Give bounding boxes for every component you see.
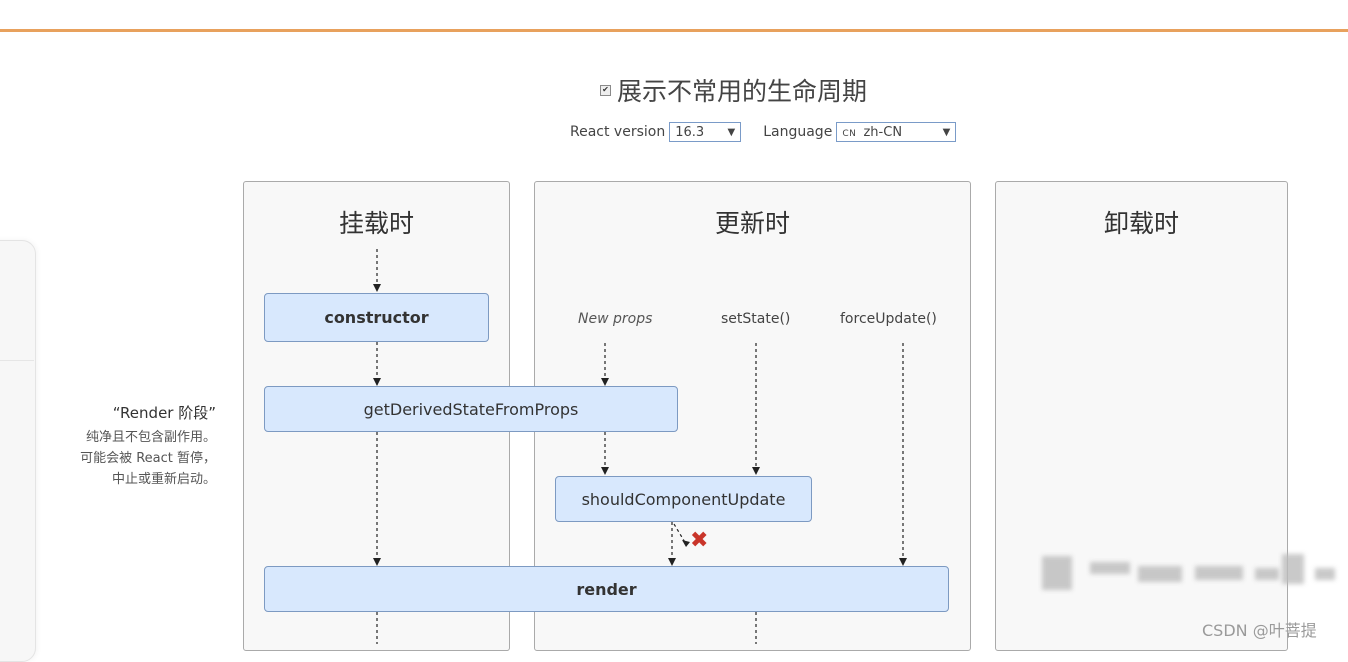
react-version-value: 16.3 (675, 124, 705, 140)
render-phase-line-2: 可能会被 React 暂停， (80, 451, 216, 466)
side-panel-divider (0, 360, 34, 361)
language-select[interactable]: CN zh-CN ▼ (836, 122, 957, 142)
language-value: zh-CN (863, 124, 903, 140)
setstate-label: setState() (721, 311, 791, 327)
mounting-title: 挂载时 (338, 209, 414, 238)
react-version-select[interactable]: 16.3 ▼ (669, 122, 742, 142)
unmounting-title: 卸载时 (1103, 209, 1179, 238)
forceupdate-label: forceUpdate() (840, 311, 937, 327)
side-panel (0, 240, 36, 662)
render-phase-line-3: 中止或重新启动。 (111, 472, 216, 487)
version-label: React version (570, 124, 666, 140)
render-phase-note: “Render 阶段” 纯净且不包含副作用。 可能会被 React 暂停， 中止… (36, 402, 216, 490)
flag-icon: CN (842, 128, 857, 139)
toggle-uncommon-lifecycles[interactable]: ✔ 展示不常用的生命周期 (600, 72, 867, 108)
updating-title: 更新时 (714, 209, 790, 238)
cancel-x-icon: ✖ (690, 528, 709, 553)
top-divider (0, 29, 1348, 32)
show-uncommon-checkbox[interactable]: ✔ (600, 84, 611, 96)
chevron-down-icon: ▼ (942, 126, 951, 138)
constructor-box[interactable]: constructor (264, 293, 489, 342)
language-label: Language (763, 124, 833, 140)
render-box[interactable]: render (264, 566, 949, 612)
controls-row: React version 16.3 ▼ Language CN zh-CN ▼ (570, 122, 957, 142)
render-phase-line-1: 纯净且不包含副作用。 (85, 430, 216, 445)
watermark: CSDN @叶菩提 (1202, 621, 1317, 640)
shouldcomponentupdate-box[interactable]: shouldComponentUpdate (555, 476, 812, 522)
new-props-label: New props (578, 311, 653, 327)
chevron-down-icon: ▼ (727, 126, 736, 138)
getderivedstatefromprops-box[interactable]: getDerivedStateFromProps (264, 386, 678, 432)
render-phase-title: “Render 阶段” (112, 404, 216, 422)
page-title: 展示不常用的生命周期 (617, 77, 868, 106)
